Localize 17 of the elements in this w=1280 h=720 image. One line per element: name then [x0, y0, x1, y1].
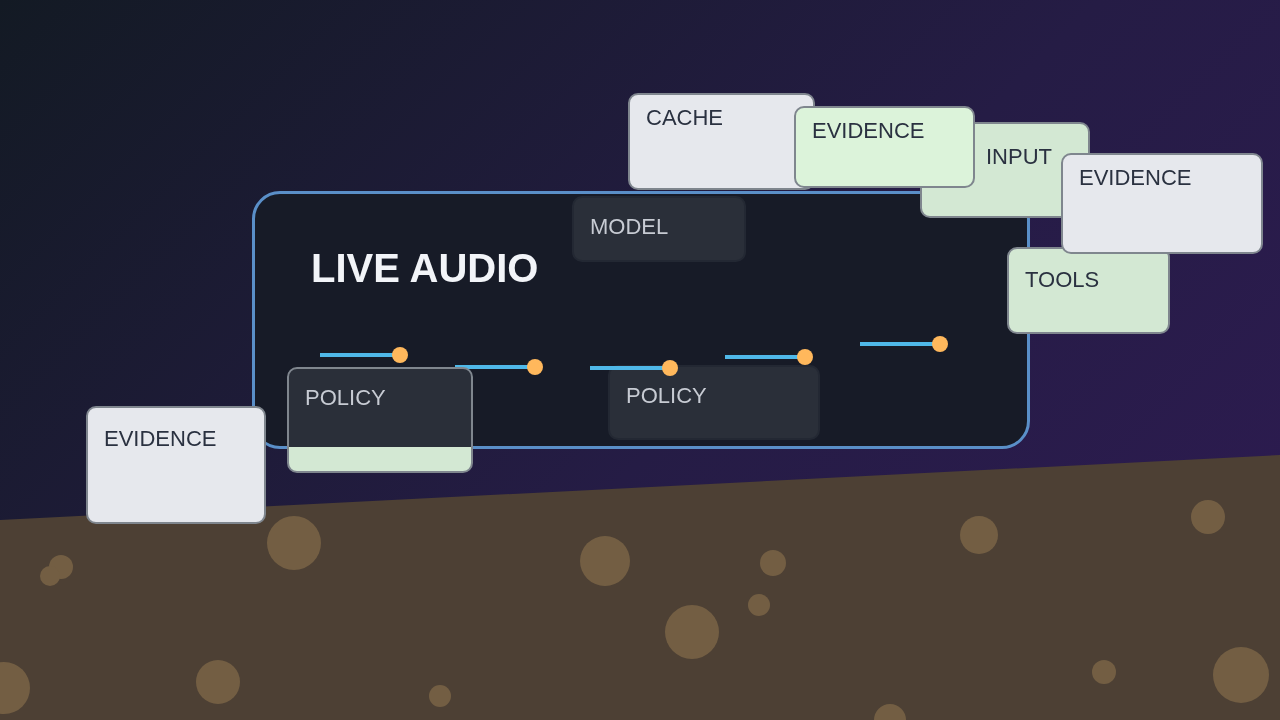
card-label: EVIDENCE	[1079, 165, 1192, 191]
card-label: POLICY	[305, 385, 386, 411]
card	[628, 93, 815, 190]
card-label: INPUT	[986, 144, 1052, 170]
card-label: POLICY	[626, 383, 707, 409]
panel-title: LIVE AUDIO	[311, 246, 539, 291]
card-label: EVIDENCE	[812, 118, 925, 144]
card	[1061, 153, 1263, 254]
card	[608, 365, 820, 440]
card	[287, 367, 473, 473]
card-label: MODEL	[590, 214, 669, 240]
card	[86, 406, 266, 524]
card-label: EVIDENCE	[104, 426, 217, 452]
card	[794, 106, 975, 188]
card	[1007, 247, 1170, 334]
card-label: CACHE	[646, 105, 723, 131]
card-label: TOOLS	[1025, 267, 1100, 293]
